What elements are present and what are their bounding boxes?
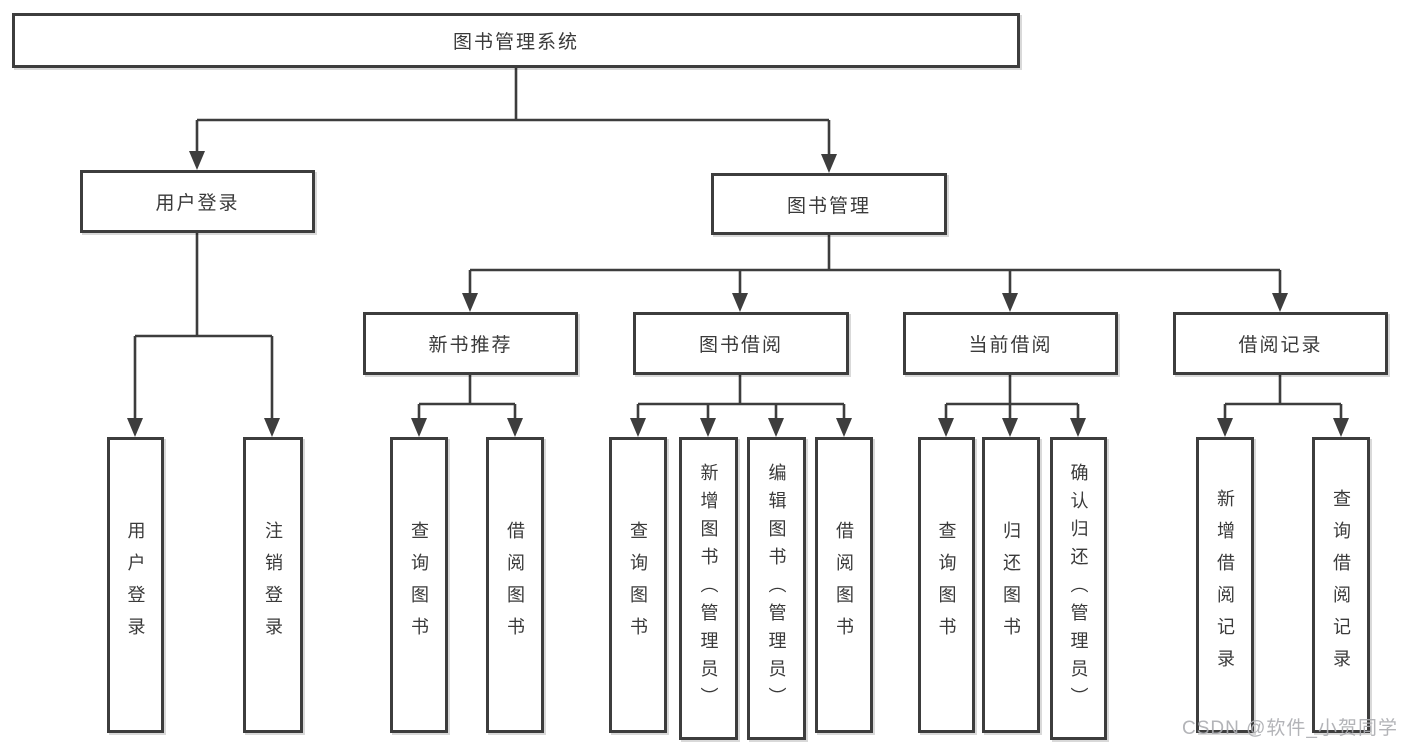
leaf-confirm-return-admin: 确认归还（管理员） [1050, 437, 1107, 740]
leaf-logout-label: 注销登录 [263, 521, 283, 649]
leaf-logout: 注销登录 [243, 437, 303, 733]
node-borrow-records-label: 借阅记录 [1238, 335, 1323, 356]
leaf-add-books-admin-label: 新增图书（管理员） [698, 462, 719, 715]
leaf-add-borrow-record: 新增借阅记录 [1196, 437, 1254, 733]
node-user-login-label: 用户登录 [155, 193, 240, 214]
node-root-label: 图书管理系统 [452, 32, 579, 53]
node-root-system: 图书管理系统 [12, 13, 1020, 68]
node-current-borrow: 当前借阅 [903, 312, 1118, 375]
leaf-query-books-2-label: 查询图书 [628, 521, 648, 649]
leaf-borrow-books-2: 借阅图书 [815, 437, 873, 733]
leaf-user-login: 用户登录 [107, 437, 164, 733]
leaf-user-login-label: 用户登录 [125, 521, 146, 649]
node-user-login: 用户登录 [80, 170, 315, 233]
leaf-edit-books-admin-label: 编辑图书（管理员） [766, 462, 787, 715]
leaf-query-books-1: 查询图书 [390, 437, 448, 733]
node-book-borrow: 图书借阅 [633, 312, 849, 375]
csdn-watermark: CSDN @软件_小贺同学 [1182, 718, 1398, 739]
arrowheads [127, 151, 1349, 437]
leaf-return-books-label: 归还图书 [1001, 521, 1021, 649]
leaf-borrow-books-2-label: 借阅图书 [834, 521, 854, 649]
leaf-query-borrow-record-label: 查询借阅记录 [1331, 489, 1351, 681]
leaf-borrow-books-1: 借阅图书 [486, 437, 544, 733]
leaf-query-books-2: 查询图书 [609, 437, 667, 733]
node-new-book-recommend-label: 新书推荐 [428, 335, 513, 356]
leaf-add-books-admin: 新增图书（管理员） [679, 437, 738, 740]
node-current-borrow-label: 当前借阅 [968, 335, 1053, 356]
leaf-query-borrow-record: 查询借阅记录 [1312, 437, 1370, 733]
node-book-management-label: 图书管理 [786, 195, 871, 217]
leaf-query-books-1-label: 查询图书 [409, 521, 429, 649]
leaf-return-books: 归还图书 [982, 437, 1040, 733]
leaf-borrow-books-1-label: 借阅图书 [505, 521, 525, 649]
node-borrow-records: 借阅记录 [1173, 312, 1388, 375]
node-new-book-recommend: 新书推荐 [363, 312, 578, 375]
leaf-query-books-3: 查询图书 [918, 437, 975, 733]
leaf-confirm-return-admin-label: 确认归还（管理员） [1068, 462, 1089, 715]
node-book-management: 图书管理 [711, 173, 947, 235]
leaf-query-books-3-label: 查询图书 [936, 521, 957, 649]
node-book-borrow-label: 图书借阅 [698, 335, 783, 356]
leaf-add-borrow-record-label: 新增借阅记录 [1215, 489, 1235, 681]
leaf-edit-books-admin: 编辑图书（管理员） [747, 437, 806, 740]
